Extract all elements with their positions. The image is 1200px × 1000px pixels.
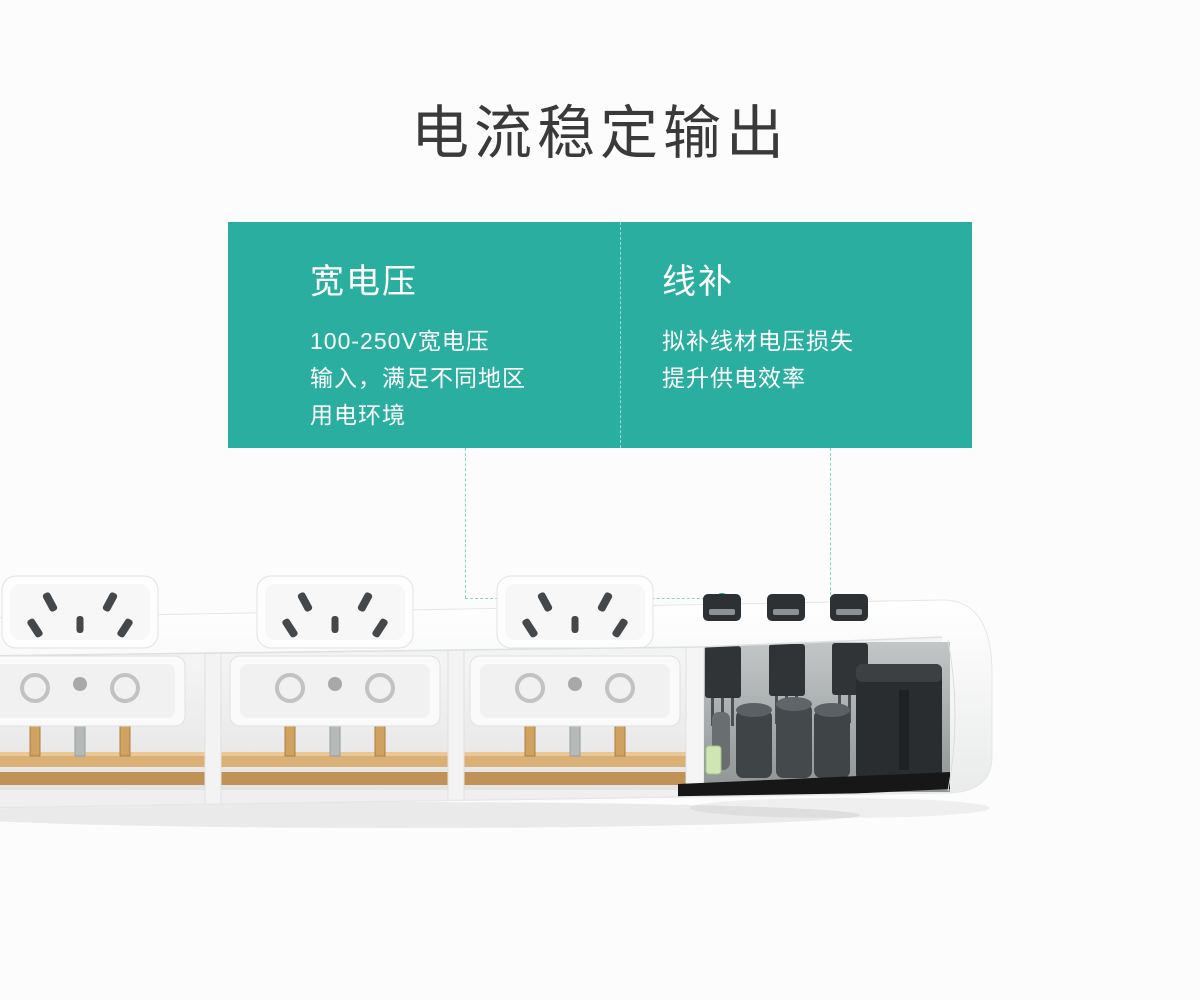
socket-mechanism-3 — [469, 655, 681, 757]
feature-wide-voltage-body: 100-250V宽电压 输入，满足不同地区 用电环境 — [310, 328, 526, 428]
feature-wide-voltage: 宽电压 100-250V宽电压 输入，满足不同地区 用电环境 — [310, 254, 610, 434]
usb-ports — [703, 594, 868, 621]
socket-top-faces — [1, 575, 654, 649]
capacitor-3 — [814, 703, 850, 778]
feature-line-compensation-heading: 线补 — [662, 263, 734, 301]
divider-walls — [204, 643, 705, 807]
feature-box: 宽电压 100-250V宽电压 输入，满足不同地区 用电环境 线补 拟补线材电压… — [228, 222, 972, 448]
page-title: 电流稳定输出 — [410, 101, 789, 166]
socket-mechanism-2 — [229, 655, 441, 757]
feature-divider — [620, 222, 621, 448]
capacitor-1 — [736, 703, 772, 778]
power-strip-cutaway-illustration — [0, 575, 993, 828]
usb-port-1 — [703, 594, 741, 621]
socket-top-2 — [256, 575, 414, 649]
socket-top-3 — [496, 575, 654, 649]
callout-line-compensation-vertical — [830, 448, 831, 600]
transformer-block — [856, 664, 942, 780]
capacitors — [736, 697, 850, 778]
strip-shadow — [0, 798, 990, 828]
capacitor-2 — [776, 697, 812, 778]
callout-line-wide-voltage-vertical — [465, 448, 466, 598]
usb-port-3 — [830, 594, 868, 621]
cut-edge — [0, 636, 943, 657]
indicator-component — [705, 745, 722, 775]
cutaway-internals — [0, 637, 956, 807]
socket-mechanism-1 — [0, 655, 186, 757]
pcb-base — [678, 772, 950, 802]
feature-line-compensation-body: 拟补线材电压损失 提升供电效率 — [662, 328, 854, 391]
socket-top-1 — [1, 575, 159, 649]
power-board-section — [678, 642, 950, 802]
usb-port-2 — [767, 594, 805, 621]
feature-wide-voltage-heading: 宽电压 — [310, 263, 418, 301]
feature-line-compensation: 线补 拟补线材电压损失 提升供电效率 — [662, 254, 962, 397]
